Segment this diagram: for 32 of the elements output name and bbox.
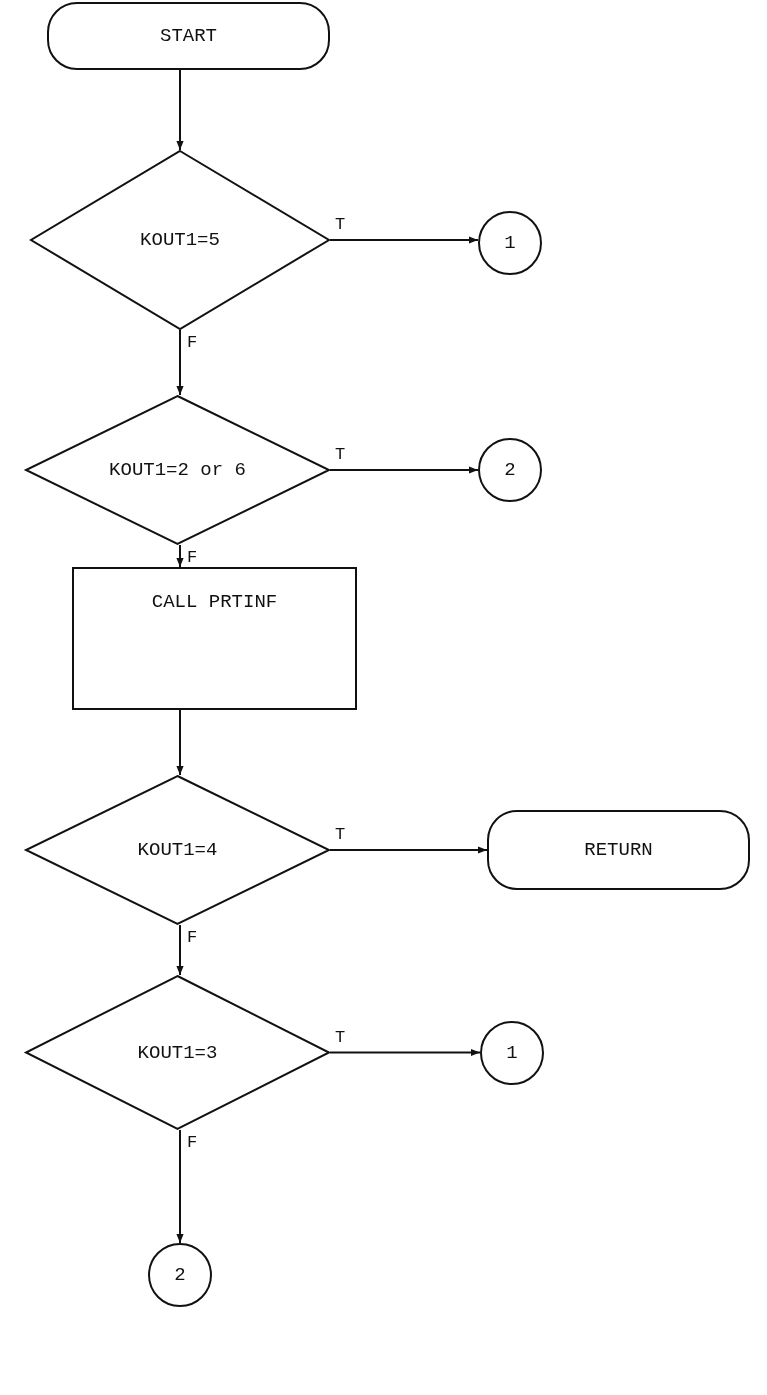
arrow <box>329 236 479 244</box>
arrow <box>176 544 184 568</box>
arrow <box>329 846 488 854</box>
node-label: KOUT1=5 <box>140 229 220 251</box>
connector-circle <box>478 438 542 502</box>
decision-diamond <box>25 775 330 925</box>
decision-diamond <box>25 975 330 1130</box>
connector-circle <box>148 1243 212 1307</box>
process-box <box>72 567 357 710</box>
node-label: KOUT1=2 or 6 <box>109 459 246 481</box>
terminal-box <box>487 810 750 890</box>
arrow <box>176 924 184 976</box>
arrow <box>176 709 184 776</box>
node-label: START <box>160 25 217 47</box>
arrow <box>329 466 479 474</box>
node-label: 1 <box>506 1042 518 1064</box>
node-label: 1 <box>504 232 516 254</box>
node-label: RETURN <box>584 839 653 861</box>
decision-diamond <box>30 150 330 330</box>
connector-circle <box>478 211 542 275</box>
terminal-box <box>47 2 330 70</box>
node-label: KOUT1=4 <box>137 839 218 861</box>
arrow <box>176 1129 184 1244</box>
node-label: 2 <box>174 1264 186 1286</box>
arrow <box>329 1048 481 1057</box>
arrow <box>176 69 184 151</box>
node-label: CALL PRTINF <box>151 591 278 613</box>
node-label: KOUT1=3 <box>137 1041 218 1064</box>
arrow <box>176 329 184 396</box>
connector-circle <box>480 1021 544 1085</box>
decision-diamond <box>25 395 330 545</box>
node-label: 2 <box>504 459 516 481</box>
